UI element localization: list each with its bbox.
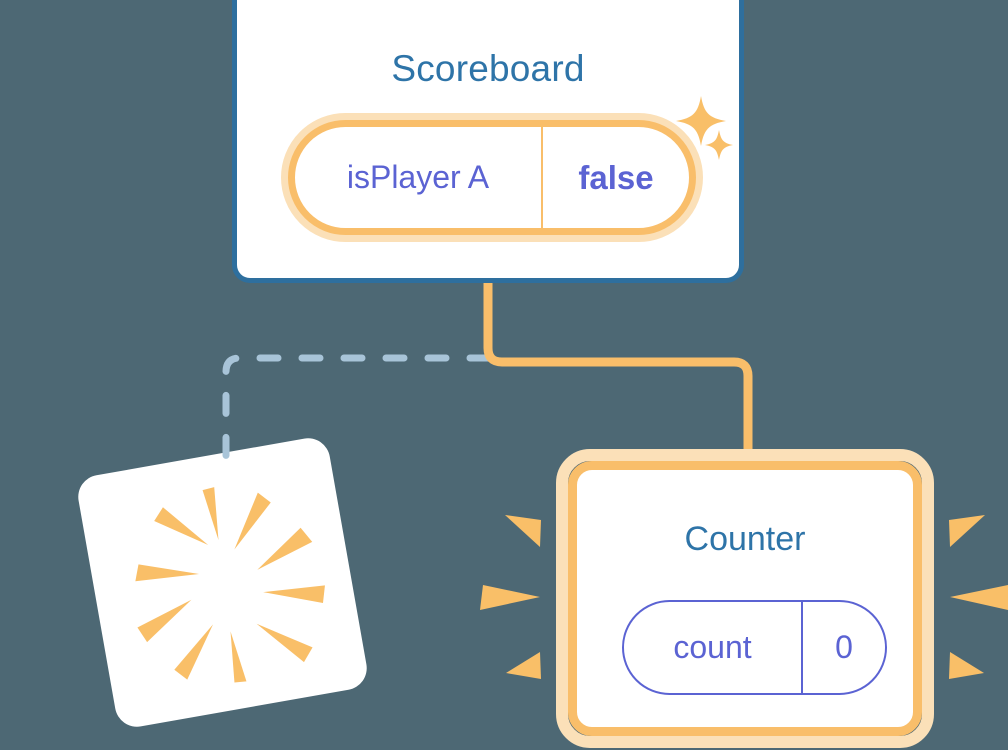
counter-prop-value: 0 (835, 629, 853, 665)
counter-prop-pill[interactable]: count 0 (622, 600, 887, 695)
scoreboard-prop-value: false (578, 158, 654, 196)
sparkle-small-icon (705, 130, 733, 160)
scoreboard-title: Scoreboard (391, 48, 585, 89)
scoreboard-card[interactable]: Scoreboard isPlayer A false (232, 0, 744, 283)
scoreboard-prop-key: isPlayer A (295, 127, 543, 228)
sparkle-large-icon (676, 96, 726, 146)
counter-title: Counter (684, 520, 806, 558)
pill-outer-glow (281, 113, 703, 242)
pill-inner: isPlayer A false (288, 120, 696, 235)
counter-card-inner: Counter count 0 (568, 461, 922, 736)
scoreboard-prop-pill[interactable]: isPlayer A false (281, 113, 703, 242)
counter-prop-key: count (624, 602, 803, 693)
counter-card[interactable]: Counter count 0 (556, 449, 934, 748)
